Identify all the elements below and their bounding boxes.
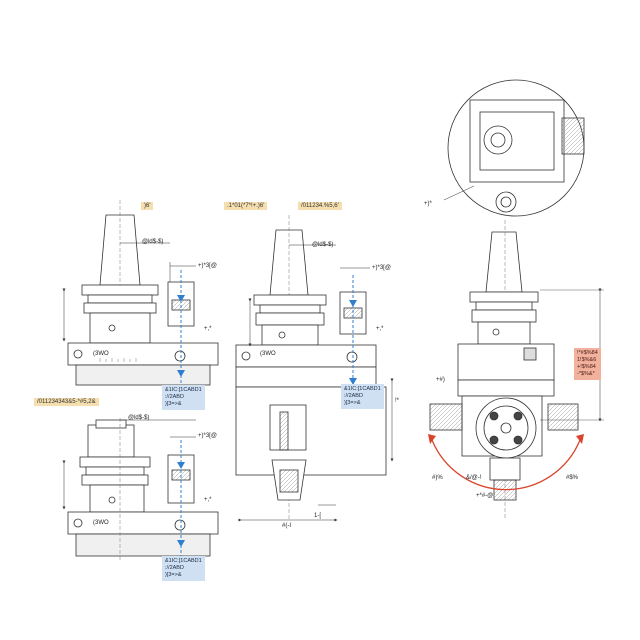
view-4-bottom-mid-label: &/@-! — [466, 475, 482, 481]
view-4-detail-label: +)* — [424, 201, 432, 207]
view-4-left-label: +#) — [436, 377, 445, 383]
view-1-dim-right: +)*3[@ — [198, 263, 217, 269]
view-1-angle-head — [62, 200, 219, 395]
view-3-plus-label: +,* — [376, 326, 384, 332]
view-1-dim-top: @ld$-$) — [142, 239, 164, 245]
view-3-dim-top: @ld$-$) — [312, 242, 334, 248]
view-2-angle-head — [62, 418, 219, 562]
view-1-info-box: &1IC:[1CABD1 ://2ABD )[3=>& — [162, 385, 205, 410]
view-2-plus-label: +,* — [204, 497, 212, 503]
view-3-side-label: !* — [395, 398, 400, 404]
view-4-bottom-left-label: #)% — [432, 475, 443, 481]
view-4-spec-box: !*#$%84 1!$%&6 +!$%84 -*$%&* — [574, 348, 601, 380]
view-2-scale-label: (3WO — [93, 520, 109, 526]
view-4-bottom-right-label: #$% — [566, 475, 579, 481]
view-3-tag-a: .1*01(*7*!+.)6' — [224, 202, 268, 210]
view-4-swivel-head — [428, 79, 604, 520]
view-2-info-box: &1IC:[1CABD1 ://2ABD )[3=>& — [162, 556, 205, 581]
view-1-tag: )6' — [141, 202, 154, 210]
view-2-dim-right: +)*3[@ — [198, 433, 217, 439]
view-1-scale-label: (3WO — [93, 351, 109, 357]
view-1-plus-label: +,* — [204, 326, 212, 332]
view-2-tag: /011234343&5-*#5,2& — [34, 398, 99, 406]
view-3-bottom-dim-2: 1-[ — [314, 513, 322, 519]
view-3-angle-head — [235, 215, 394, 522]
view-3-dim-right: +)*3[@ — [372, 265, 391, 271]
view-2-dim-top: @ld$-$) — [128, 415, 150, 421]
view-3-scale-label: (3WO — [260, 351, 276, 357]
view-3-tag-b: /011234.%5,6' — [298, 202, 342, 210]
view-4-bottom-mid-label-2: +*#-@ — [476, 493, 494, 499]
view-3-info-box: &1IC:[1CABD1 ://2ABD )[3=>& — [341, 384, 384, 409]
view-3-bottom-dim: #(-I — [282, 523, 291, 529]
